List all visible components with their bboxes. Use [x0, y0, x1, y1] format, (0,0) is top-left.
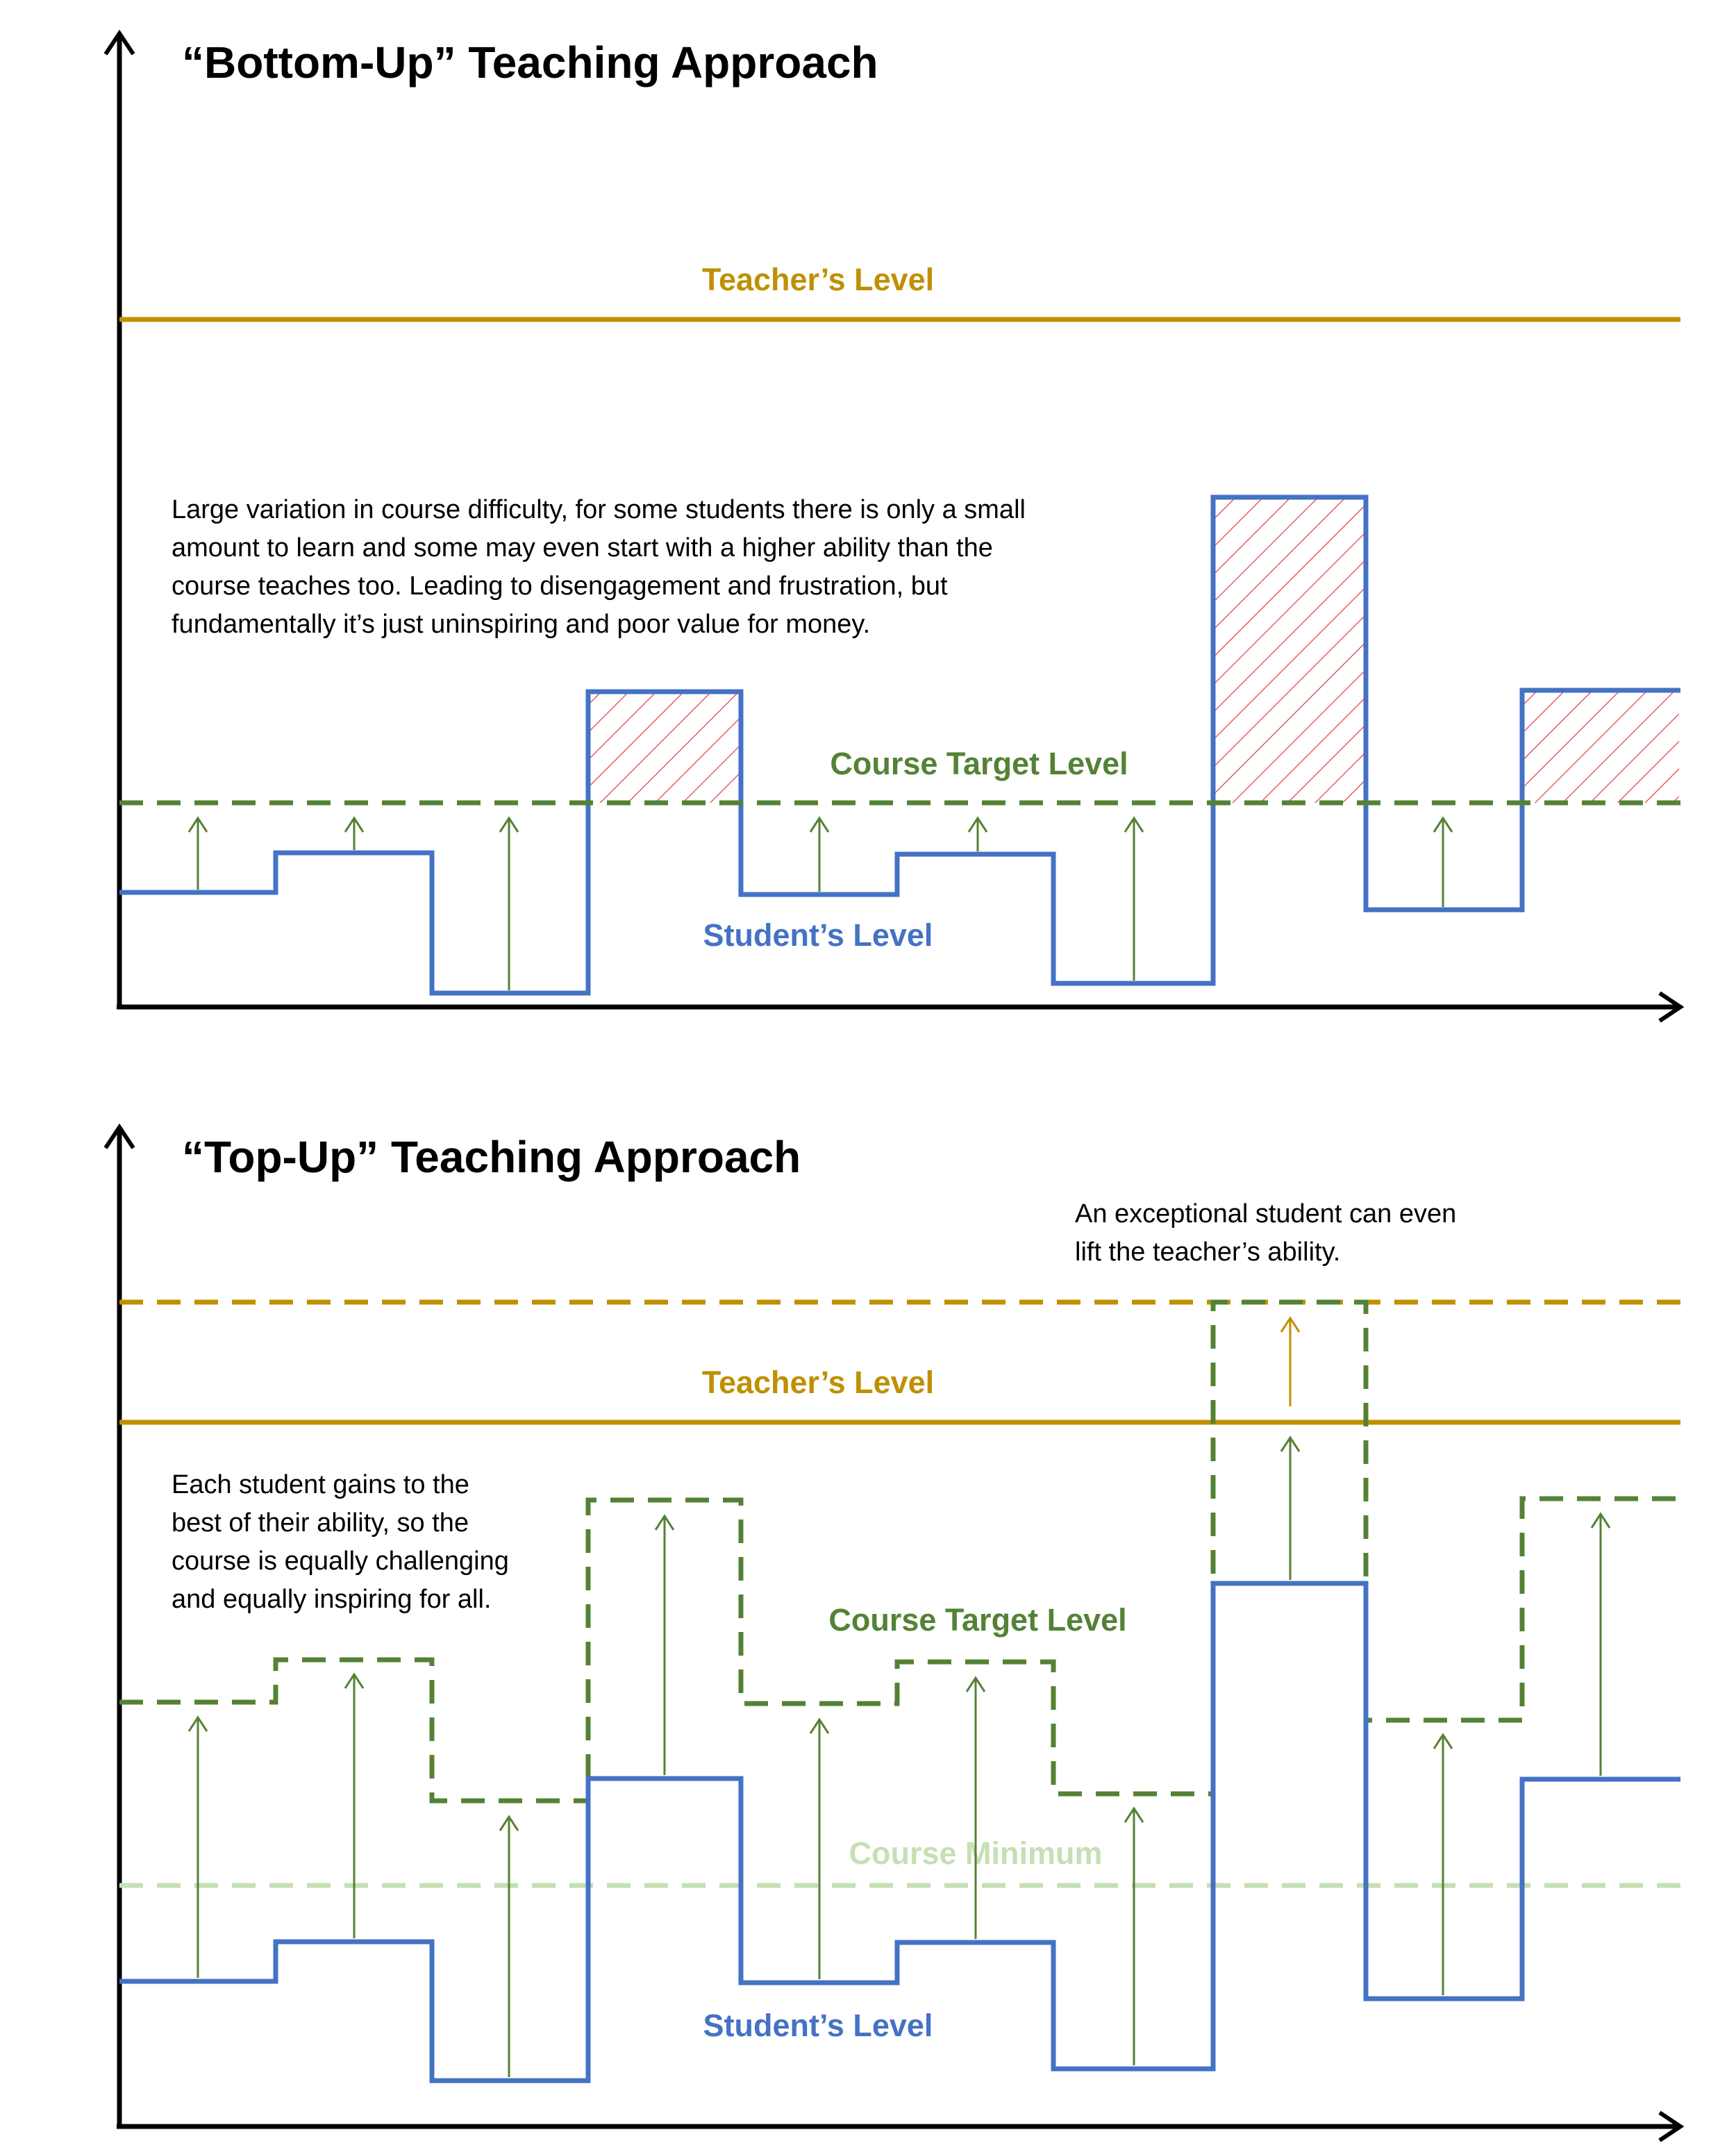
note-line: Each student gains to the [172, 1470, 469, 1499]
teacher-uplift-arrow [1280, 1316, 1301, 1406]
note-line: course teaches too. Leading to disengage… [172, 572, 948, 601]
gain-arrow [1433, 816, 1453, 907]
top-up-note: Each student gains to the best of their … [172, 1470, 509, 1614]
gain-arrow [1124, 816, 1144, 981]
gain-arrow [1433, 1733, 1453, 1995]
note-line: course is equally challenging [172, 1547, 509, 1576]
note-line: lift the teacher’s ability. [1075, 1238, 1340, 1267]
student-level-label: Student’s Level [703, 2008, 933, 2043]
exceptional-student-note: An exceptional student can even lift the… [1075, 1199, 1456, 1267]
note-line: best of their ability, so the [172, 1508, 469, 1538]
y-axis-arrowhead [103, 29, 135, 56]
note-line: fundamentally it’s just uninspiring and … [172, 610, 870, 639]
note-line: amount to learn and some may even start … [172, 533, 993, 563]
gain-arrow [654, 1514, 675, 1775]
bottom-up-panel: “Bottom-Up” Teaching Approach Teacher’s … [103, 29, 1685, 1023]
x-axis-arrowhead [1658, 991, 1685, 1023]
gain-arrow [344, 1672, 365, 1938]
note-line: and equally inspiring for all. [172, 1585, 492, 1614]
teacher-level-label: Teacher’s Level [702, 1365, 934, 1400]
gain-arrow [967, 816, 988, 851]
gain-arrow [1590, 1512, 1611, 1776]
gain-arrows [187, 1435, 1611, 2077]
panel-title: “Bottom-Up” Teaching Approach [182, 38, 878, 88]
gain-arrow [499, 1815, 519, 2077]
panel-title: “Top-Up” Teaching Approach [182, 1132, 801, 1182]
gain-arrow [1280, 1435, 1301, 1580]
gain-arrow [1124, 1806, 1144, 2065]
hatched-excess-area [1213, 497, 1366, 803]
note-line: An exceptional student can even [1075, 1199, 1456, 1229]
gain-arrow [187, 816, 208, 890]
gain-arrow [344, 816, 365, 850]
bottom-up-note: Large variation in course difficulty, fo… [172, 495, 1026, 639]
x-axis-arrowhead [1658, 2110, 1685, 2142]
gain-arrow [809, 816, 830, 892]
gain-arrows [187, 816, 1453, 990]
gain-arrow [187, 1715, 208, 1978]
course-target-label: Course Target Level [830, 746, 1128, 781]
y-axis-arrowhead [103, 1123, 135, 1149]
hatched-excess-area [1522, 690, 1679, 803]
teacher-level-label: Teacher’s Level [702, 262, 934, 297]
gain-arrow [499, 816, 519, 990]
student-level-line [119, 1581, 1680, 2083]
hatched-excess-area [588, 692, 741, 803]
student-level-line [119, 494, 1680, 996]
student-level-label: Student’s Level [703, 917, 933, 953]
gain-arrow [965, 1676, 986, 1939]
gain-arrow [809, 1717, 830, 1979]
top-up-panel: “Top-Up” Teaching Approach An exceptiona… [103, 1123, 1685, 2142]
note-line: Large variation in course difficulty, fo… [172, 495, 1026, 524]
course-target-label: Course Target Level [828, 1602, 1126, 1638]
